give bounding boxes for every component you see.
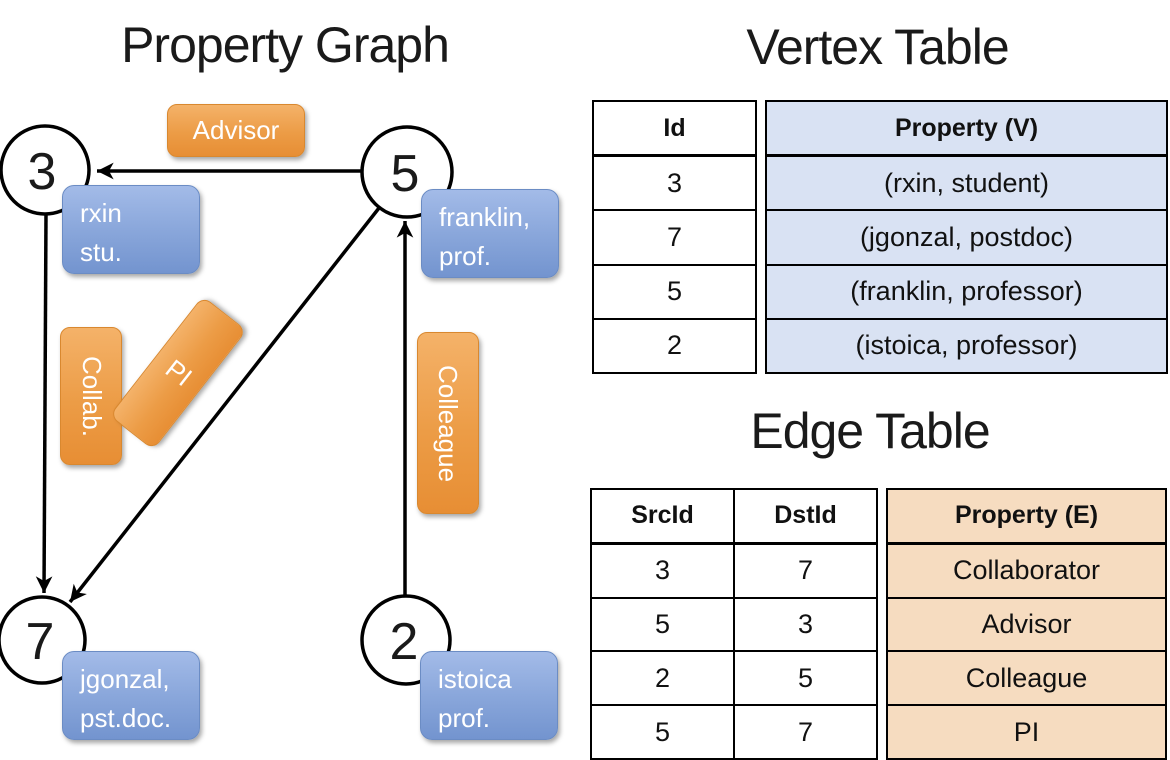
vertex-property-box-5: franklin, prof. — [421, 189, 559, 278]
edge-table-header-property: Property (E) — [888, 490, 1165, 545]
edge-5-to-7-pi — [68, 206, 381, 604]
node-3-id: 3 — [28, 143, 57, 201]
edge-dstid-cell: 7 — [733, 706, 876, 758]
edge-label-advisor: Advisor — [167, 104, 305, 157]
edge-table-property-column: Property (E) Collaborator Advisor Collea… — [886, 488, 1167, 760]
vertex-property-7-line2: pst.doc. — [80, 703, 172, 733]
vertex-property-2-line2: prof. — [438, 703, 491, 733]
edge-srcid-cell: 5 — [654, 716, 671, 747]
table-row: 2 5 — [592, 652, 876, 707]
vertex-property-5-line1: franklin, — [439, 202, 531, 232]
table-row: PI — [888, 706, 1165, 758]
table-row: 3 7 — [592, 544, 876, 599]
edge-dstid-cell: 7 — [733, 544, 876, 597]
edge-srcid-cell: 5 — [654, 608, 671, 639]
graph-canvas: 3 5 7 2 — [0, 124, 454, 686]
edge-label-collab-text: Collab. — [76, 355, 107, 437]
table-row: (jgonzal, postdoc) — [767, 211, 1166, 266]
edge-dstid-cell: 5 — [733, 652, 876, 705]
table-row: (franklin, professor) — [767, 265, 1166, 320]
table-row: Advisor — [888, 598, 1165, 653]
edge-srcid-cell: 3 — [654, 555, 671, 586]
table-row: 5 3 — [592, 598, 876, 653]
vertex-table-header-id: Id — [594, 102, 755, 158]
vertex-property-5-line2: prof. — [439, 241, 492, 271]
vertex-property-box-7: jgonzal, pst.doc. — [62, 651, 200, 740]
table-row: (istoica, professor) — [767, 319, 1166, 373]
table-row: 2 — [666, 330, 683, 361]
edge-table-header-srcid: SrcId — [631, 501, 694, 530]
vertex-table-title: Vertex Table — [746, 19, 1009, 75]
vertex-property-2-line1: istoica — [438, 664, 512, 694]
edge-label-collab: Collab. — [60, 327, 122, 465]
edge-srcid-cell: 2 — [654, 662, 671, 693]
edge-table-header-dstid: DstId — [733, 490, 876, 542]
table-row: 5 7 — [592, 706, 876, 758]
edge-3-to-7-collab — [35, 213, 53, 594]
table-row: 5 — [594, 266, 755, 320]
vertex-property-3-line1: rxin — [80, 198, 122, 228]
table-row: 3 — [594, 157, 755, 212]
table-row: Colleague — [888, 652, 1165, 707]
edge-dstid-cell: 3 — [733, 598, 876, 651]
edge-table-title: Edge Table — [750, 403, 990, 459]
node-5-id: 5 — [391, 145, 420, 203]
node-7-id: 7 — [26, 613, 55, 671]
node-2-id: 2 — [390, 613, 419, 671]
edge-label-colleague-text: Colleague — [433, 364, 464, 482]
vertex-table-header-property: Property (V) — [767, 102, 1166, 158]
edge-label-advisor-text: Advisor — [192, 115, 280, 145]
table-row: Collaborator — [888, 544, 1165, 599]
vertex-property-box-2: istoica prof. — [420, 651, 558, 740]
property-graph-title: Property Graph — [121, 17, 450, 73]
vertex-table-property-column: Property (V) (rxin, student) (jgonzal, p… — [765, 100, 1168, 374]
edge-table-header-row: SrcId DstId — [592, 490, 876, 545]
edge-label-pi-text: PI — [159, 353, 198, 392]
edge-label-colleague: Colleague — [417, 332, 479, 514]
vertex-property-7-line1: jgonzal, — [80, 664, 170, 694]
vertex-property-3-line2: stu. — [80, 237, 122, 267]
table-row: (rxin, student) — [767, 157, 1166, 212]
table-row: 7 — [594, 211, 755, 266]
vertex-property-box-3: rxin stu. — [62, 185, 200, 274]
vertex-table-id-column: Id 3 7 5 2 — [592, 100, 757, 374]
edge-table-id-columns: SrcId DstId 3 7 5 3 2 5 5 7 — [590, 488, 878, 760]
